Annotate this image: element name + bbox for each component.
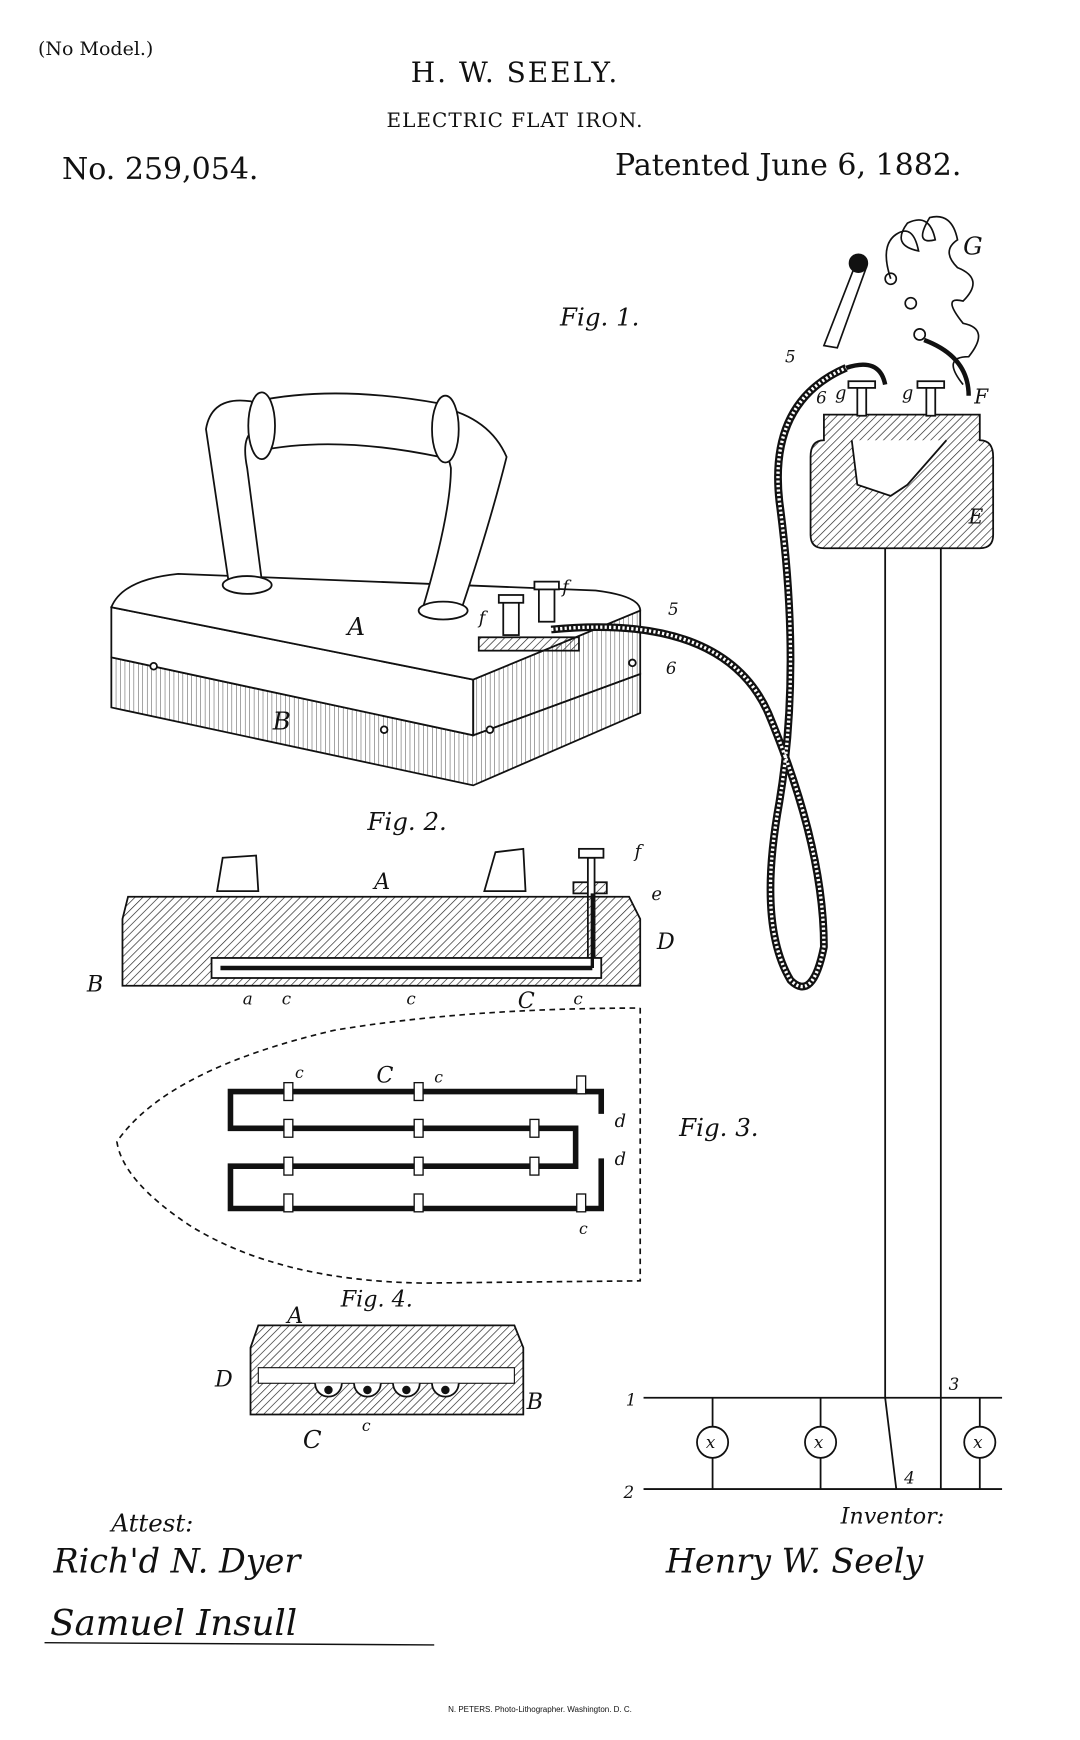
fig4-cross-section: Fig. 4. A D B C c <box>214 1286 543 1453</box>
label-5: 5 <box>668 599 679 619</box>
fig2-label-c2: c <box>406 989 416 1009</box>
fig1-caption: Fig. 1. <box>559 303 639 332</box>
lamp-1: x <box>696 1397 730 1490</box>
fig1-flat-iron: Fig. 1. A B f f 5 6 <box>110 303 679 787</box>
patent-date: Patented June 6, 1882. <box>615 148 962 183</box>
fig4-label-B: B <box>526 1389 543 1415</box>
fig3-label-c2: c <box>434 1069 443 1087</box>
fig2-label-c3: c <box>573 989 583 1009</box>
fig4-label-c: c <box>362 1417 371 1435</box>
lamp-2: x <box>804 1397 838 1490</box>
label-2: 2 <box>623 1482 635 1502</box>
fig3-heating-wire-plan: Fig. 3. c C c d d c <box>116 1007 759 1284</box>
fig2-label-A: A <box>372 869 390 895</box>
label-G: G <box>963 231 983 260</box>
inventor-signature: Henry W. Seely <box>665 1542 925 1581</box>
label-1: 1 <box>626 1390 637 1410</box>
fig2-label-e: e <box>651 884 662 905</box>
label-E: E <box>968 505 984 529</box>
svg-text:x: x <box>973 1432 983 1452</box>
label-cord-5: 5 <box>785 346 796 366</box>
svg-text:x: x <box>814 1432 824 1452</box>
circuit-diagram: x x x 1 2 3 4 <box>623 1374 1003 1502</box>
fig3-label-d2: d <box>615 1149 626 1170</box>
fig3-label-C: C <box>376 1063 393 1089</box>
fig4-label-D: D <box>214 1367 233 1393</box>
label-g2: g <box>902 383 913 404</box>
fig2-label-c1: c <box>282 989 292 1009</box>
fig2-label-C: C <box>518 988 535 1014</box>
wall-box-and-post: g g F E <box>809 380 995 1398</box>
fig2-label-a: a <box>243 989 253 1009</box>
signatures: Attest: Rich'd N. Dyer Samuel Insull Inv… <box>44 1504 945 1646</box>
label-B: B <box>272 707 291 736</box>
label-3: 3 <box>949 1374 960 1394</box>
label-6: 6 <box>666 658 677 678</box>
lamp-3: x <box>963 1397 997 1490</box>
fig4-label-A: A <box>285 1303 303 1329</box>
label-A: A <box>345 612 365 641</box>
fig4-caption: Fig. 4. <box>340 1286 413 1312</box>
label-F: F <box>973 384 989 408</box>
switch-G: G <box>822 215 983 386</box>
inventor-label: Inventor: <box>840 1504 945 1530</box>
fig2-label-B: B <box>86 971 103 997</box>
inventor-heading: H. W. SEELY. <box>410 56 620 89</box>
svg-text:x: x <box>706 1432 716 1452</box>
no-model-note: (No Model.) <box>38 38 154 60</box>
fig3-label-c3: c <box>579 1220 588 1238</box>
witness-2-signature: Samuel Insull <box>50 1603 297 1644</box>
fig3-caption: Fig. 3. <box>678 1113 758 1142</box>
fig3-label-c1: c <box>295 1064 304 1082</box>
fig2-label-D: D <box>656 929 675 955</box>
witness-1-signature: Rich'd N. Dyer <box>52 1542 302 1581</box>
label-4: 4 <box>903 1467 915 1487</box>
fig4-label-C: C <box>303 1425 322 1454</box>
fig2-label-f: f <box>633 842 645 863</box>
patent-number: No. 259,054. <box>62 152 259 187</box>
label-g: g <box>835 383 846 404</box>
fig2-section: Fig. 2. A B D e f a c c C c <box>86 807 675 1014</box>
electric-cord: 5 6 <box>550 337 971 991</box>
attest-label: Attest: <box>109 1508 193 1537</box>
fig3-label-d1: d <box>615 1111 626 1132</box>
label-cord-6: 6 <box>816 387 827 407</box>
lithographer-credit: N. PETERS. Photo-Lithographer. Washingto… <box>448 1705 632 1714</box>
patent-title: ELECTRIC FLAT IRON. <box>386 108 644 132</box>
fig2-caption: Fig. 2. <box>366 807 446 836</box>
